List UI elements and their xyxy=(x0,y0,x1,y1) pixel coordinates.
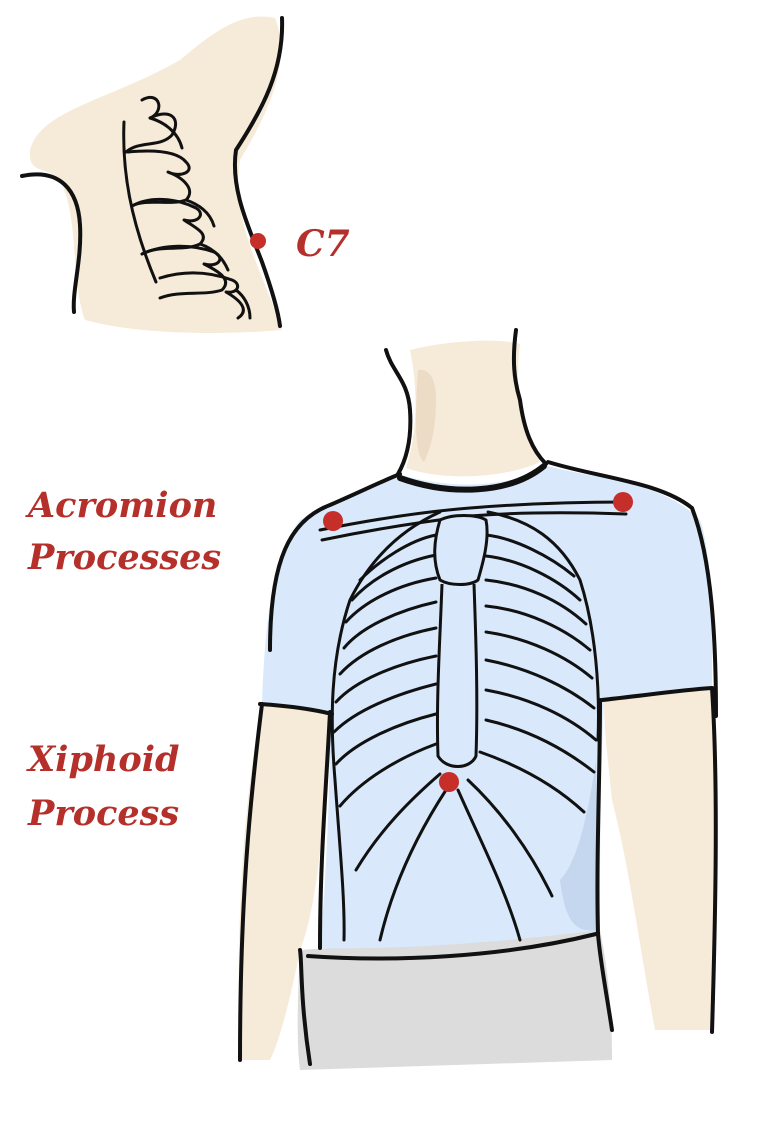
neck-shadow xyxy=(416,369,436,462)
c7-label-text: C7 xyxy=(296,223,350,265)
acromion-label-line2: Processes xyxy=(28,537,222,578)
sternum xyxy=(433,514,489,768)
neck-skin-fill xyxy=(29,16,283,333)
neck-fill xyxy=(406,340,540,477)
neck-spine-illustration xyxy=(20,16,285,333)
ribcage xyxy=(318,500,628,942)
neck-outline-front xyxy=(20,172,83,314)
acromion-processes-label: Acromion Processes xyxy=(28,480,221,584)
spine-front-edge xyxy=(122,120,158,284)
xiphoid-label-line2: Process xyxy=(28,793,180,834)
acromion-label-line1: Acromion xyxy=(28,485,218,526)
xiphoid-process-label: Xiphoid Process xyxy=(28,733,179,841)
torso-ribcage-illustration xyxy=(238,328,718,1070)
neck-outline-back xyxy=(232,16,285,328)
pants-fill xyxy=(297,930,612,1070)
shirt-shadow-right xyxy=(560,760,600,931)
left-arm-fill xyxy=(238,704,330,1060)
c7-marker xyxy=(250,233,266,249)
shirt-collar xyxy=(397,463,547,493)
acromion-left-marker xyxy=(323,511,343,531)
vertebrae xyxy=(124,96,252,320)
xiphoid-marker xyxy=(439,772,459,792)
c7-label: C7 xyxy=(296,226,350,262)
right-arm-fill xyxy=(604,690,717,1030)
neck-outline xyxy=(384,328,548,476)
arm-outlines xyxy=(238,686,718,1066)
xiphoid-label-line1: Xiphoid xyxy=(28,739,180,780)
acromion-right-marker xyxy=(613,492,633,512)
shirt-outline xyxy=(258,460,718,961)
